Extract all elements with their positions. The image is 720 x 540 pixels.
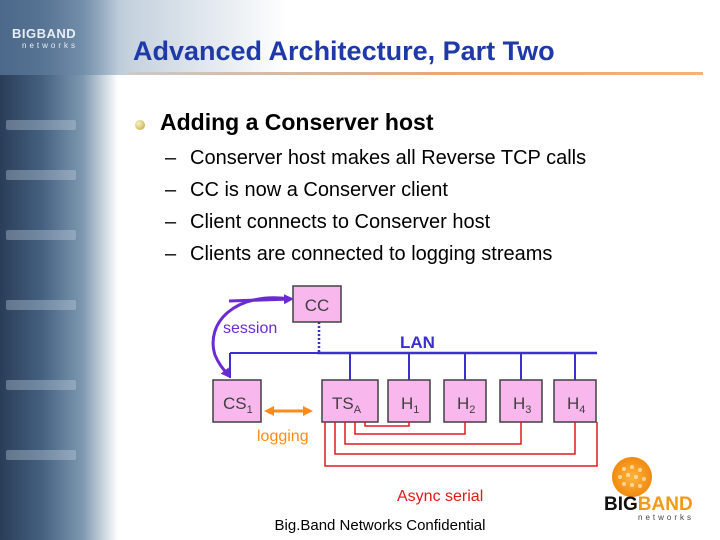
subbullet: –CC is now a Conserver client xyxy=(165,176,586,208)
architecture-diagram: LAN CC session CS1 TSA logging H1 H2 H3 … xyxy=(211,285,598,505)
host-subscript: 1 xyxy=(413,404,419,416)
cs-subscript: 1 xyxy=(247,404,253,416)
rack-graphic xyxy=(6,230,76,240)
subbullet-text: CC is now a Conserver client xyxy=(190,179,448,201)
ts-label: TS xyxy=(332,394,354,413)
bullet-main: Adding a Conserver host xyxy=(160,109,434,135)
serial-wire-h4 xyxy=(334,422,576,455)
host-subscript: 3 xyxy=(525,404,531,416)
host-label: H xyxy=(401,394,413,413)
host-subscript: 2 xyxy=(469,404,475,416)
async-serial-label: Async serial xyxy=(397,488,483,505)
subbullet: –Conserver host makes all Reverse TCP ca… xyxy=(165,144,586,176)
corner-logo-text: BIGBAND xyxy=(12,26,77,41)
cs-label: CS xyxy=(223,394,247,413)
dash-icon: – xyxy=(165,179,177,201)
host-text-1: H1 xyxy=(401,394,419,416)
session-arrow-head xyxy=(228,294,294,305)
host-text-3: H3 xyxy=(513,394,531,416)
bigband-logo-icon xyxy=(612,457,652,497)
dash-icon: – xyxy=(165,147,177,169)
host-subscript: 4 xyxy=(579,404,585,416)
subbullet-text: Conserver host makes all Reverse TCP cal… xyxy=(190,147,587,169)
dash-icon: – xyxy=(165,211,177,233)
rack-graphic xyxy=(6,300,76,310)
cc-label: CC xyxy=(305,296,330,315)
host-label: H xyxy=(457,394,469,413)
footer-confidential: Big.Band Networks Confidential xyxy=(274,517,486,534)
logging-label: logging xyxy=(257,428,309,445)
subbullet-text: Client connects to Conserver host xyxy=(190,211,491,233)
bigband-logo-text: BIGBAND xyxy=(604,494,693,516)
logo-sun-shape xyxy=(612,457,652,497)
host-box-3 xyxy=(499,379,543,423)
rack-graphic xyxy=(6,170,76,180)
subbullet-list: –Conserver host makes all Reverse TCP ca… xyxy=(165,144,586,272)
subbullet-text: Clients are connected to logging streams xyxy=(190,243,553,265)
logo-band: BAND xyxy=(637,494,693,515)
left-decorative-band xyxy=(0,0,118,540)
corner-logo: BIGBAND networks xyxy=(12,26,78,50)
serial-wire-h3 xyxy=(344,422,522,445)
slide-title: Advanced Architecture, Part Two xyxy=(133,36,555,66)
rack-graphic xyxy=(6,450,76,460)
bullet-icon xyxy=(135,120,145,130)
serial-wire-h2 xyxy=(354,422,466,435)
dash-icon: – xyxy=(165,243,177,265)
serial-wire-h1 xyxy=(364,422,410,427)
rack-graphic xyxy=(6,380,76,390)
host-box-1 xyxy=(387,379,431,423)
bigband-logo-subtext: networks xyxy=(638,513,695,522)
host-box-2 xyxy=(443,379,487,423)
header-fade xyxy=(0,0,720,75)
host-text-4: H4 xyxy=(567,394,585,416)
host-text-2: H2 xyxy=(457,394,475,416)
logo-big: BIG xyxy=(604,494,638,515)
host-label: H xyxy=(513,394,525,413)
ts-subscript: A xyxy=(354,404,362,416)
ts-text: TSA xyxy=(332,394,362,416)
subbullet: –Client connects to Conserver host xyxy=(165,208,586,240)
async-serial-wires xyxy=(324,422,598,467)
corner-logo-subtext: networks xyxy=(22,41,79,50)
session-label: session xyxy=(223,320,277,337)
host-label: H xyxy=(567,394,579,413)
rack-graphic xyxy=(6,120,76,130)
lan-label: LAN xyxy=(400,333,435,352)
host-box-4 xyxy=(553,379,597,423)
title-underline xyxy=(128,72,703,75)
logo-dots xyxy=(618,465,646,488)
serial-wire-outer xyxy=(324,422,598,467)
cs-box xyxy=(212,379,262,423)
cc-box xyxy=(292,285,342,323)
ts-box xyxy=(321,379,379,423)
subbullet: –Clients are connected to logging stream… xyxy=(165,240,586,272)
cs-text: CS1 xyxy=(223,394,253,416)
